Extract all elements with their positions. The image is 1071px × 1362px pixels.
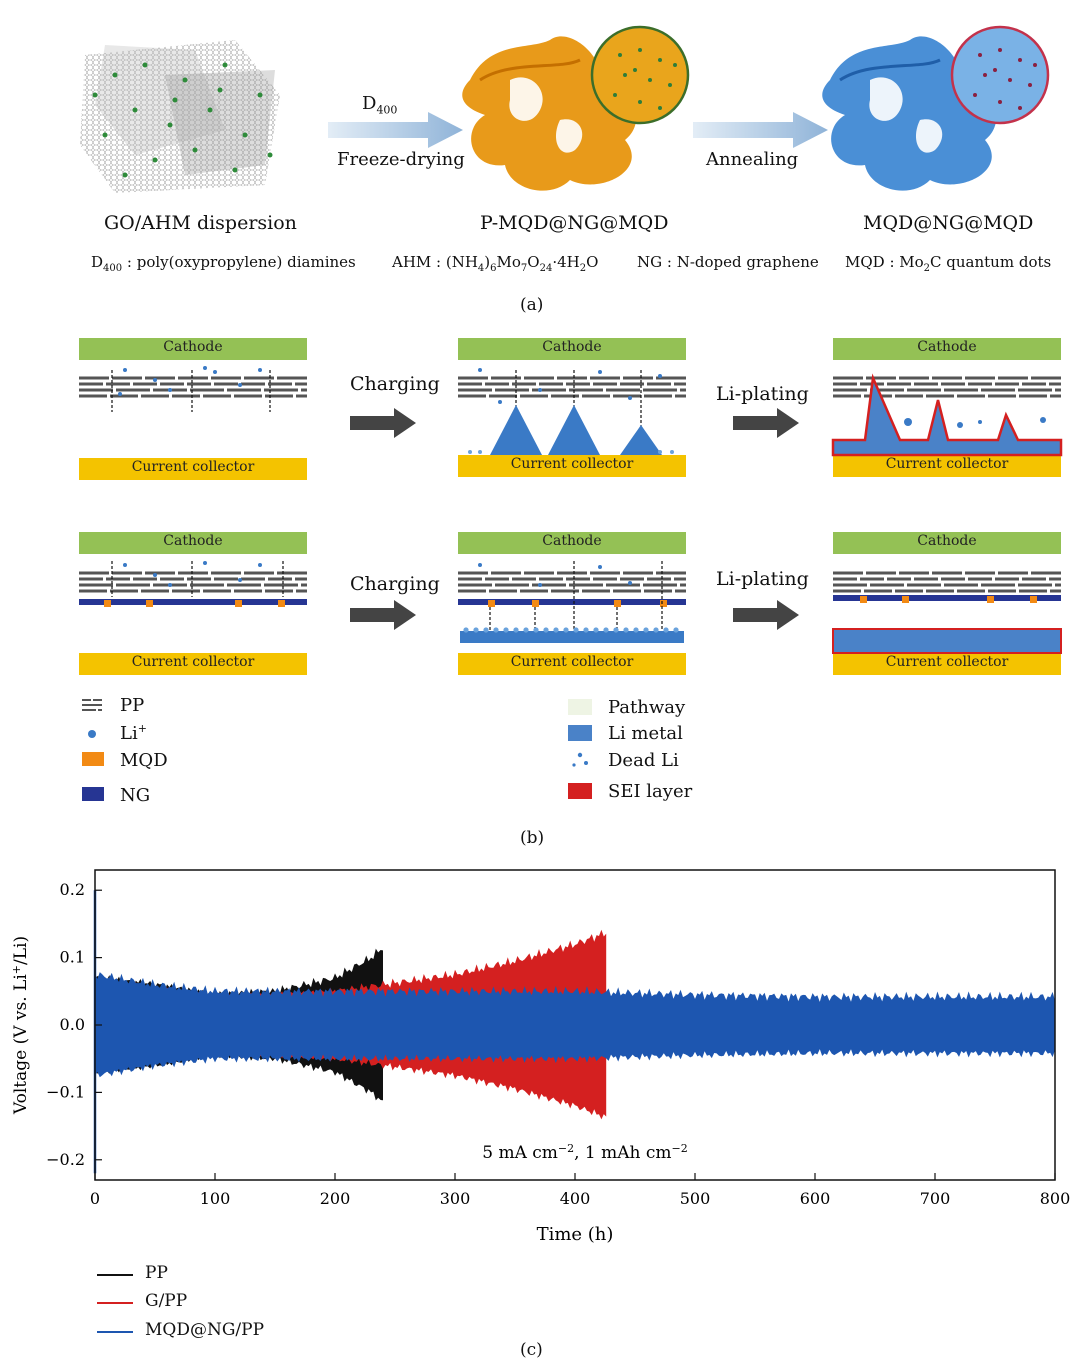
charging-arrow	[350, 408, 416, 438]
cathode-bar: Cathode	[833, 338, 1061, 360]
current-collector-bar: Current collector	[458, 455, 686, 477]
go-ahm-dispersion-image	[80, 40, 280, 193]
y-tick-label: 0.0	[60, 1015, 85, 1034]
collector-label: Current collector	[885, 456, 1009, 472]
legend-swatch-pp	[97, 1274, 133, 1276]
legend-series-gpp: G/PP	[145, 1291, 188, 1311]
cathode-label: Cathode	[163, 339, 223, 355]
row1-separator-schematic	[79, 366, 1063, 457]
legend-right-swatches	[568, 699, 592, 799]
legend-sei-layer: SEI layer	[608, 781, 693, 802]
legend-series-pp: PP	[145, 1263, 168, 1283]
x-tick-label: 400	[560, 1189, 591, 1208]
p-mqd-ng-mqd-image	[462, 25, 690, 191]
li-plating-arrow	[733, 408, 799, 438]
charging-label: Charging	[350, 373, 440, 395]
stage-mqd: MQD@NG@MQD	[863, 212, 1034, 234]
cathode-bar: Cathode	[79, 338, 307, 360]
legend-pp: PP	[120, 695, 145, 716]
series-envelope	[95, 972, 1055, 1078]
def-d400: D400 : poly(oxypropylene) diamines	[91, 253, 356, 274]
condition-label: 5 mA cm−2, 1 mAh cm−2	[482, 1142, 688, 1164]
current-collector-bar: Current collector	[833, 653, 1061, 675]
def-ahm: AHM : (NH4)6Mo7O24·4H2O	[392, 253, 599, 274]
x-tick-label: 200	[320, 1189, 351, 1208]
y-tick-label: 0.1	[60, 948, 85, 967]
y-tick-label: 0.2	[60, 880, 85, 899]
freeze-drying-label: Freeze-drying	[337, 149, 465, 170]
charging-arrow	[350, 600, 416, 630]
collector-label: Current collector	[885, 654, 1009, 670]
legend-ng: NG	[120, 785, 151, 806]
li-plating-label: Li-plating	[716, 568, 809, 590]
li-plating-arrow	[733, 600, 799, 630]
legend-li: Li+	[120, 722, 147, 744]
collector-label: Current collector	[510, 456, 634, 472]
legend-li-metal: Li metal	[608, 723, 683, 744]
series-mqd-ng-pp	[95, 972, 1055, 1078]
y-tick-label: −0.1	[46, 1082, 85, 1101]
legend-series-mqd: MQD@NG/PP	[145, 1320, 265, 1340]
legend-swatch-mqd	[97, 1331, 133, 1333]
panel-b-tag: (b)	[520, 828, 545, 848]
stage-go-ahm: GO/AHM dispersion	[104, 212, 297, 234]
legend-swatch-gpp	[97, 1302, 133, 1304]
cathode-label: Cathode	[163, 533, 223, 549]
ahm-dots	[92, 62, 273, 178]
panel-a-tag: (a)	[520, 295, 544, 315]
uniform-li-dots	[460, 627, 684, 643]
x-tick-label: 500	[680, 1189, 711, 1208]
row2-separator-schematic	[79, 561, 1062, 654]
x-tick-label: 800	[1040, 1189, 1071, 1208]
legend-mqd: MQD	[120, 750, 168, 771]
voltage-time-chart: 0 100 200 300 400 500 600 700 800 −0.2 −0.1 0.0 0.1 0…	[10, 869, 1071, 1245]
annealing-arrow	[693, 112, 828, 148]
legend-pathway: Pathway	[608, 697, 686, 718]
legend-dead-li: Dead Li	[608, 750, 679, 771]
cathode-label: Cathode	[542, 533, 602, 549]
cathode-bar: Cathode	[833, 532, 1061, 554]
collector-label: Current collector	[131, 459, 255, 475]
panel-c-tag: (c)	[520, 1340, 543, 1360]
cathode-bar: Cathode	[458, 532, 686, 554]
y-axis-label: Voltage (V vs. Li+/Li)	[10, 936, 32, 1115]
freeze-drying-arrow	[328, 112, 463, 148]
x-axis-label: Time (h)	[537, 1224, 614, 1245]
legend-left-swatches	[82, 699, 104, 801]
current-collector-bar: Current collector	[79, 458, 307, 480]
mqd-ng-mqd-image	[822, 25, 1050, 191]
cathode-bar: Cathode	[458, 338, 686, 360]
stage-p-mqd: P-MQD@NG@MQD	[480, 212, 669, 234]
x-tick-label: 300	[440, 1189, 471, 1208]
cathode-label: Cathode	[542, 339, 602, 355]
current-collector-bar: Current collector	[458, 653, 686, 675]
def-mqd: MQD : Mo2C quantum dots	[845, 253, 1052, 274]
x-tick-label: 600	[800, 1189, 831, 1208]
def-ng: NG : N-doped graphene	[637, 253, 819, 271]
cathode-label: Cathode	[917, 533, 977, 549]
x-tick-label: 700	[920, 1189, 951, 1208]
d400-label: D400	[362, 93, 398, 117]
annealing-label: Annealing	[706, 149, 799, 170]
li-plating-label: Li-plating	[716, 383, 809, 405]
charging-label: Charging	[350, 573, 440, 595]
cathode-bar: Cathode	[79, 532, 307, 554]
y-tick-label: −0.2	[46, 1150, 85, 1169]
x-tick-label: 0	[90, 1189, 100, 1208]
cathode-label: Cathode	[917, 339, 977, 355]
x-tick-label: 100	[200, 1189, 231, 1208]
current-collector-bar: Current collector	[79, 653, 307, 675]
collector-label: Current collector	[131, 654, 255, 670]
current-collector-bar: Current collector	[833, 455, 1061, 477]
collector-label: Current collector	[510, 654, 634, 670]
